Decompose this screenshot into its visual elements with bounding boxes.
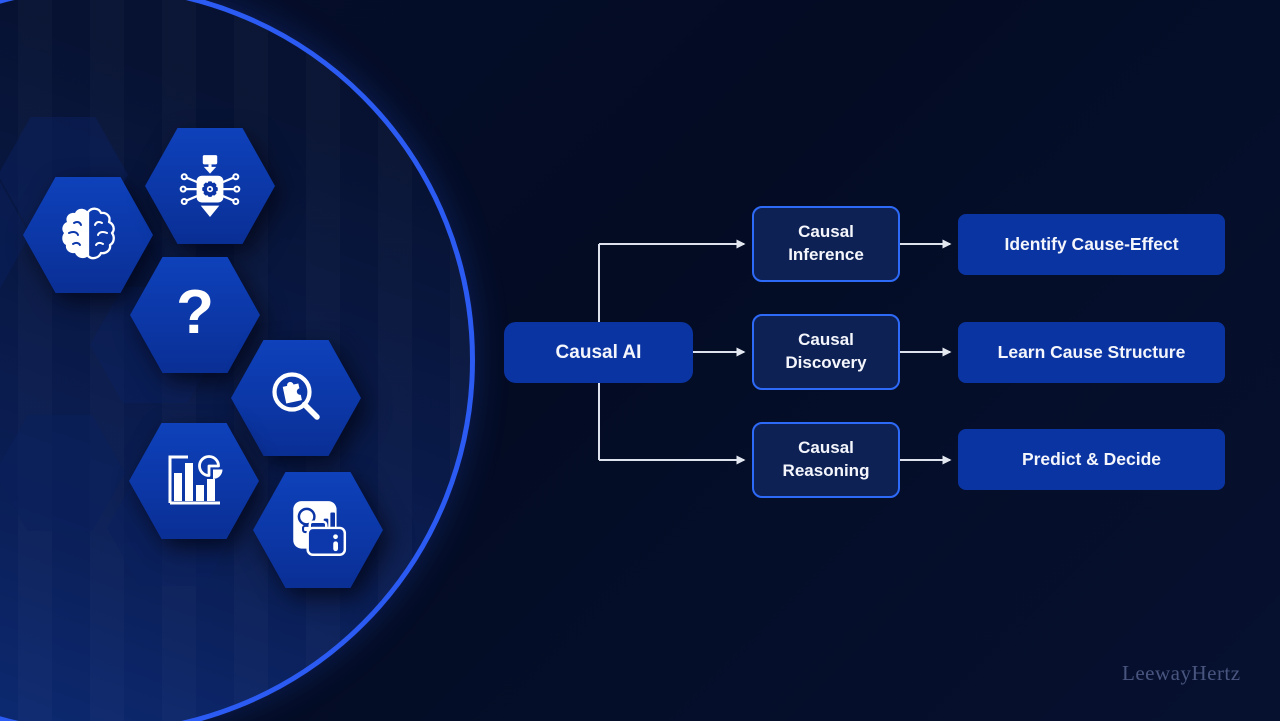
hexagon-analytics (129, 423, 259, 539)
brand-watermark: LeewayHertz (1122, 661, 1241, 685)
hexagon-brain (23, 177, 153, 293)
outcome-identify-cause-effect: Identify Cause-Effect (958, 214, 1225, 275)
node-causal-discovery: Causal Discovery (752, 314, 900, 390)
question-mark-icon: ? (176, 278, 214, 347)
hexagon-question: ? (130, 257, 260, 373)
node-causal-inference: Causal Inference (752, 206, 900, 282)
hexagon-ai-chip (145, 128, 275, 244)
ai-chip-icon (179, 155, 241, 217)
node-causal-reasoning: Causal Reasoning (752, 422, 900, 498)
brain-icon (62, 207, 115, 260)
bar-pie-chart-icon (168, 455, 223, 505)
outcome-predict-decide: Predict & Decide (958, 429, 1225, 490)
node-causal-ai: Causal AI (504, 322, 693, 383)
insight-folder-icon (293, 501, 347, 556)
outcome-learn-cause-structure: Learn Cause Structure (958, 322, 1225, 383)
hexagon-insight-folder (253, 472, 383, 588)
search-puzzle-icon (272, 372, 320, 420)
hexagon-search-puzzle (231, 340, 361, 456)
